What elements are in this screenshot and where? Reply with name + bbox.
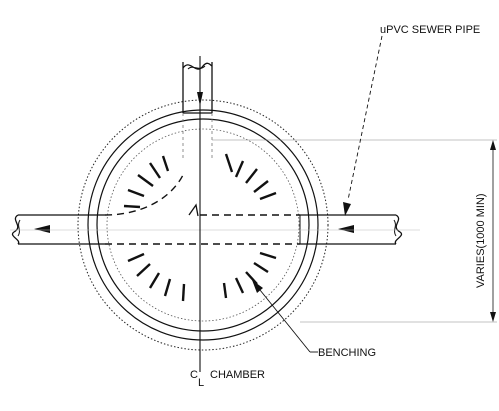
chamber-wall-inner [96,118,310,332]
chamber-wall-outer [87,109,319,341]
left-outlet-pipe [11,214,105,245]
benching-label: BENCHING [318,347,376,359]
right-flow-arrow [338,225,354,233]
inner-dotted-ring [106,128,300,322]
outer-dotted-ring [77,99,329,351]
left-flow-arrow [34,225,50,233]
pipe-leader [343,35,383,216]
varies-dimension-line [490,140,496,322]
invert-channel [104,174,301,245]
benching-ticks [123,153,277,302]
pipe-label: uPVC SEWER PIPE [380,24,480,36]
chamber-centre-c: C [190,369,198,381]
benching-leader [252,280,318,353]
top-inlet-pipe [182,62,213,160]
channel-junction [188,203,199,217]
right-inlet-pipe [300,214,403,245]
chamber-centre-l: L [198,377,204,389]
chamber-label: CHAMBER [210,369,265,381]
chamber-centre-label: C L CHAMBER [190,369,265,389]
varies-dimension-label: VARIES(1000 MIN) [475,193,487,288]
